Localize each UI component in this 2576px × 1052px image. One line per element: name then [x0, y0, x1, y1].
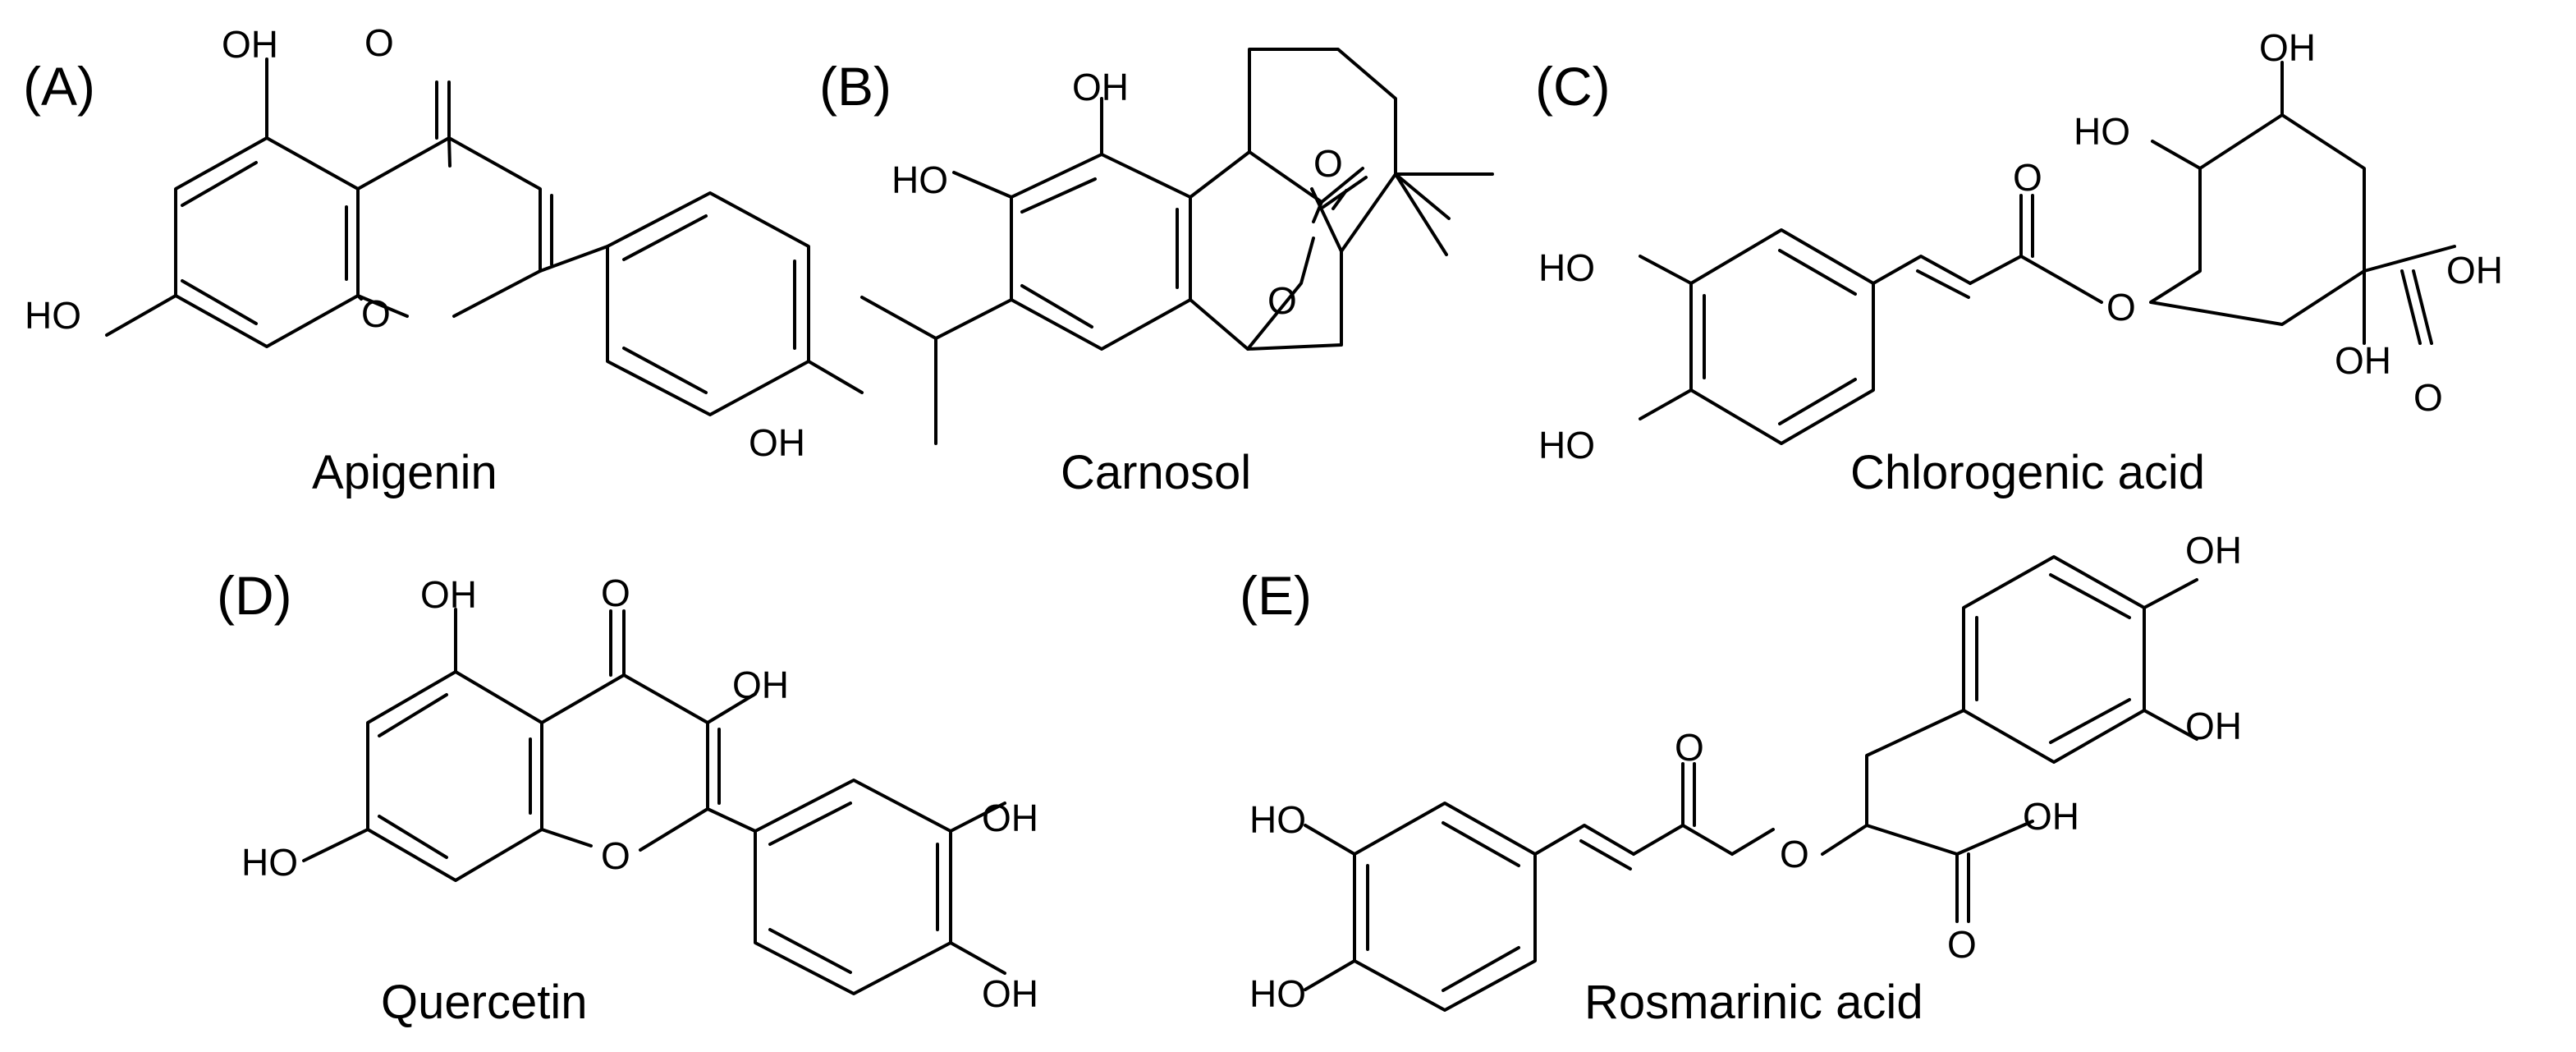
chlorogenic-atom-4-ho: HO	[1538, 424, 1595, 466]
compound-name-rosmarinic-acid: Rosmarinic acid	[1584, 976, 1923, 1029]
chlorogenic-atom-acid-oh: OH	[2446, 249, 2503, 292]
quercetin-structure	[302, 608, 1006, 995]
chlorogenic-atom-ring-ho: HO	[2074, 110, 2130, 153]
chlorogenic-atom-3-ho: HO	[1538, 246, 1595, 289]
rosmarinic-atom-4-ho: HO	[1249, 972, 1306, 1015]
quercetin-atom-4-o: O	[601, 572, 630, 614]
panel-d-quercetin: (D) OH O OH HO O OH OH Quercetin	[217, 565, 1038, 1029]
rosmarinic-acid-structure	[1304, 555, 2198, 1012]
panel-label-e: (E)	[1240, 565, 1312, 626]
chlorogenic-atom-acid-o: O	[2413, 376, 2443, 419]
panel-label-c: (C)	[1535, 56, 1611, 117]
panel-a-apigenin: (A) OH O HO O OH Apigenin	[23, 21, 864, 499]
panel-e-rosmarinic-acid: (E) HO HO O O OH O OH OH Rosmarinic acid	[1240, 529, 2242, 1029]
apigenin-atom-ring-o: O	[361, 292, 391, 335]
rosmarinic-atom-4prime-oh: OH	[2185, 529, 2242, 572]
panel-label-d: (D)	[217, 565, 292, 626]
apigenin-atom-5-oh: OH	[222, 23, 278, 66]
quercetin-atom-7-ho: HO	[241, 841, 298, 884]
chlorogenic-atom-ring-oh: OH	[2335, 339, 2391, 382]
apigenin-atom-4prime-oh: OH	[749, 421, 805, 464]
chlorogenic-atom-top-oh: OH	[2259, 26, 2316, 69]
rosmarinic-atom-carbonyl-o: O	[1675, 726, 1704, 769]
apigenin-atom-7-ho: HO	[25, 294, 81, 337]
carnosol-structure	[860, 48, 1494, 445]
panel-label-a: (A)	[23, 56, 95, 117]
apigenin-atom-4-o: O	[364, 21, 394, 64]
panel-label-b: (B)	[819, 56, 892, 117]
carnosol-atom-ho: HO	[892, 158, 948, 201]
compound-name-quercetin: Quercetin	[381, 976, 587, 1029]
compound-name-chlorogenic-acid: Chlorogenic acid	[1850, 446, 2205, 499]
carnosol-atom-carbonyl-o: O	[1313, 142, 1343, 185]
chlorogenic-atom-carbonyl-o: O	[2013, 156, 2042, 199]
panel-c-chlorogenic-acid: (C) HO HO O O HO OH OH OH O Chlorogenic …	[1535, 26, 2503, 499]
chlorogenic-atom-ester-o: O	[2106, 286, 2136, 328]
quercetin-atom-4prime-oh: OH	[982, 972, 1038, 1015]
carnosol-atom-oh: OH	[1072, 66, 1129, 108]
quercetin-atom-3prime-oh: OH	[982, 797, 1038, 839]
carnosol-atom-lactone-o: O	[1267, 279, 1297, 322]
quercetin-atom-ring-o: O	[601, 834, 630, 877]
compound-name-apigenin: Apigenin	[312, 446, 497, 499]
rosmarinic-atom-3prime-oh: OH	[2185, 705, 2242, 747]
compound-name-carnosol: Carnosol	[1061, 446, 1251, 499]
rosmarinic-atom-3-ho: HO	[1249, 798, 1306, 841]
rosmarinic-atom-acid-o: O	[1947, 923, 1977, 966]
chlorogenic-acid-structure	[1639, 61, 2456, 445]
quercetin-atom-5-oh: OH	[420, 573, 477, 616]
rosmarinic-atom-ester-o: O	[1780, 833, 1809, 875]
rosmarinic-atom-acid-oh: OH	[2023, 795, 2079, 838]
quercetin-atom-3-oh: OH	[732, 664, 789, 706]
panel-b-carnosol: (B) OH HO O O Carnosol	[819, 48, 1494, 499]
apigenin-structure	[105, 57, 864, 416]
